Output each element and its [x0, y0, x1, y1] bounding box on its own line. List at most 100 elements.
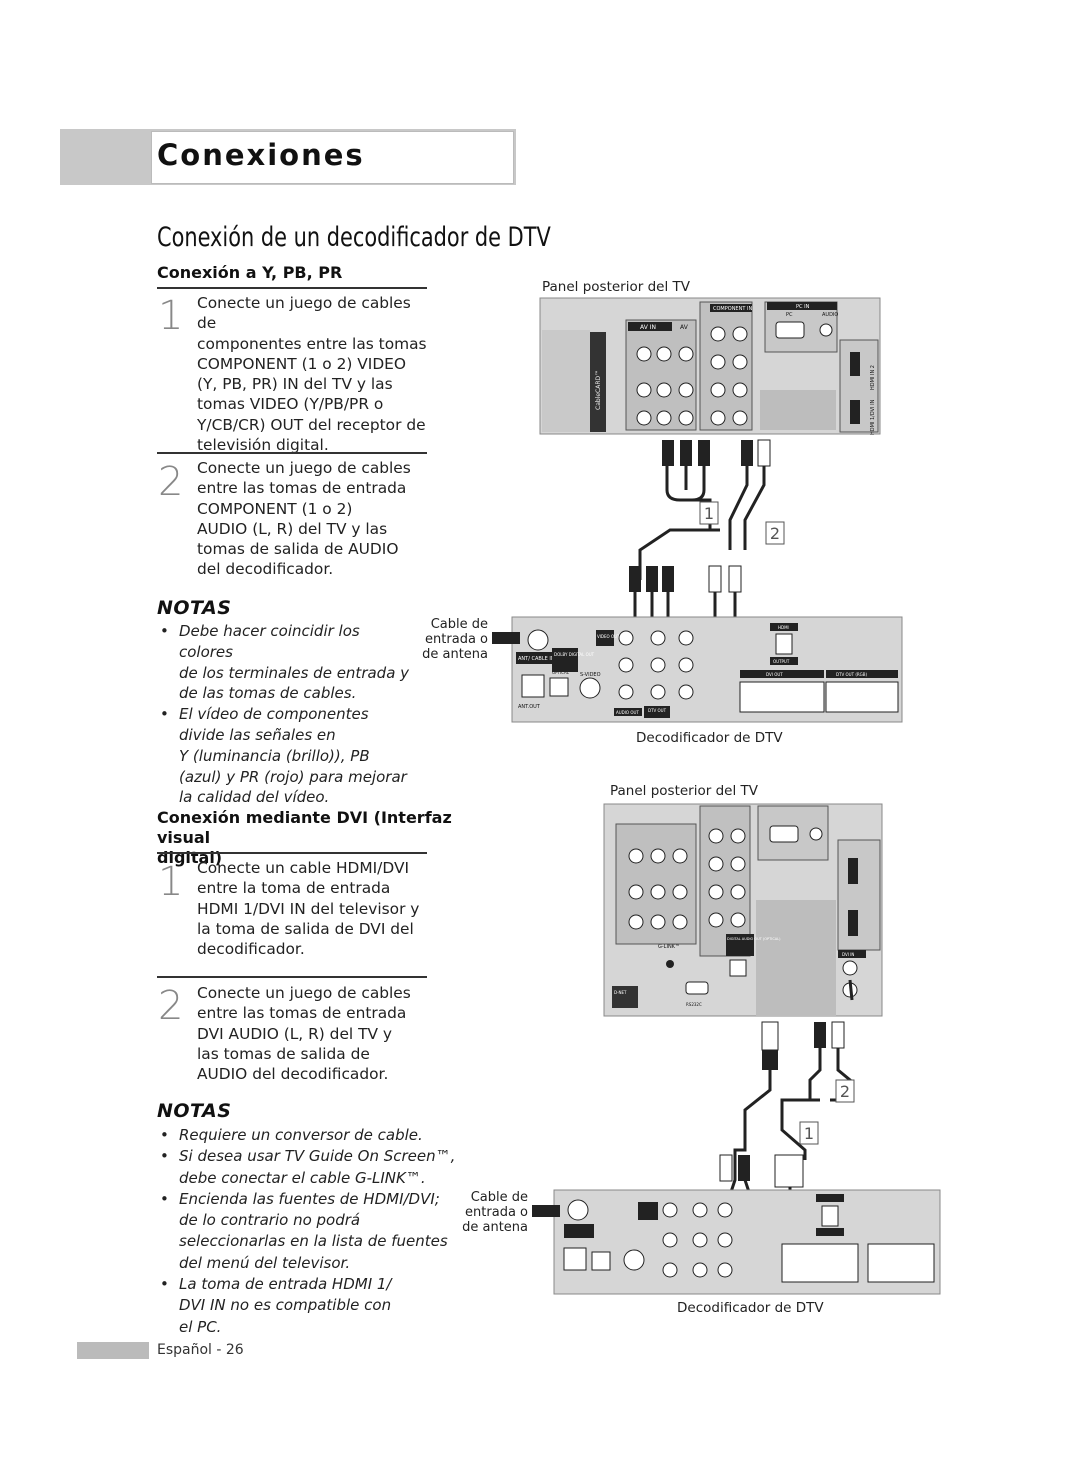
dtv-rgb-label: DTV OUT (RGB) — [836, 672, 868, 677]
text-line: (azul) y PR (rojo) para mejorar — [179, 767, 407, 786]
text-line: entrada o — [425, 632, 488, 647]
note-item: Encienda las fuentes de HDMI/DVI; de lo … — [157, 1189, 457, 1274]
step-mark: 2 — [770, 524, 780, 543]
text-line: DVI IN no es compatible con — [179, 1296, 392, 1315]
hdmi-port — [850, 400, 860, 424]
av-in-label: AV IN — [640, 324, 656, 331]
text-line: El vídeo de componentes — [179, 705, 369, 724]
ant-out-label: ANT.OUT — [518, 704, 541, 710]
tv-back-panel: CableCARD™ AV IN AV COMPONENT IN PC IN P… — [539, 297, 881, 435]
video-out-label: VIDEO OUT — [597, 634, 620, 639]
text-line: AUDIO (L, R) del TV y las — [197, 519, 388, 538]
page-number: Español - 26 — [157, 1342, 244, 1358]
text-line: de antena — [462, 1220, 528, 1235]
text-line: la calidad del vídeo. — [179, 788, 330, 807]
tv-jacks — [636, 326, 748, 426]
text-line: componentes entre las tomas — [197, 334, 427, 353]
dtv-decoder-panel: ANT/ CABLE IN ANT.OUT OPTICAL S-VIDEO DO… — [492, 616, 903, 723]
antenna-caption: Cable de entrada o de antena — [410, 617, 488, 662]
svideo-label: S-VIDEO — [580, 672, 601, 678]
cable-plugs — [629, 439, 771, 593]
header-box — [151, 131, 514, 184]
text-line: Debe hacer coincidir los colores — [179, 622, 360, 661]
note-item: La toma de entrada HDMI 1/ DVI IN no es … — [157, 1274, 457, 1338]
dvi-in-label: DVI IN — [842, 952, 854, 957]
decoder-caption: Decodificador de DTV — [636, 730, 783, 746]
text-line: divide las señales en — [179, 725, 336, 744]
component-subtitle: Conexión a Y, PB, PR — [157, 263, 343, 282]
hdmi1-label: HDMI 1/DVI IN — [870, 399, 876, 435]
note-item: Requiere un conversor de cable. — [157, 1125, 457, 1147]
antenna-caption: Cable de entrada o de antena — [450, 1190, 528, 1235]
text-line: el PC. — [179, 1317, 222, 1336]
dvi-out-label: DVI OUT — [766, 672, 783, 677]
dnet-label: D-NET — [614, 990, 627, 995]
vga-port — [775, 321, 805, 339]
digital-audio-label: DIGITAL AUDIO OUT (OPTICAL) — [727, 937, 781, 941]
text-line: entre la toma de entrada — [197, 879, 391, 898]
tv-panel-caption: Panel posterior del TV — [542, 279, 690, 295]
component-connection-diagram: CableCARD™ AV IN AV COMPONENT IN PC IN P… — [492, 297, 903, 723]
cable-plugs — [719, 1021, 845, 1188]
tv-panel-caption: Panel posterior del TV — [610, 783, 758, 799]
text-line: decodificador. — [197, 940, 305, 959]
step-mark: 1 — [704, 504, 714, 523]
cablecard-label: CableCARD™ — [595, 370, 602, 410]
dvi-connection-diagram: G-LINK™ DIGITAL AUDIO OUT (OPTICAL) D-NE… — [532, 803, 941, 1295]
step-number: 2 — [158, 983, 184, 1029]
antenna-plug — [492, 632, 520, 644]
step-text: Conecte un juego de cables entre las tom… — [197, 983, 432, 1084]
note-item: Si desea usar TV Guide On Screen™, debe … — [157, 1146, 457, 1189]
text-line: televisión digital. — [197, 436, 329, 455]
divider — [157, 852, 427, 854]
text-line: entre las tomas de entrada — [197, 1004, 407, 1023]
text-line: la toma de salida de DVI del — [197, 919, 414, 938]
text-line: Encienda las fuentes de HDMI/DVI; — [179, 1189, 440, 1208]
footer-bar — [77, 1342, 149, 1359]
text-line: del menú del televisor. — [179, 1253, 351, 1272]
step-number: 2 — [158, 459, 184, 505]
glink-label: G-LINK™ — [658, 944, 680, 950]
text-line: Conecte un cable HDMI/DVI — [197, 859, 410, 877]
output-label: OUTPUT — [773, 659, 790, 664]
text-line: COMPONENT (1 o 2) VIDEO — [197, 354, 407, 373]
audio-out-label: AUDIO OUT — [616, 710, 639, 715]
text-line: Y (luminancia (brillo)), PB — [179, 746, 370, 765]
pc-label: PC — [786, 312, 793, 318]
notes-title: NOTAS — [157, 1100, 232, 1122]
hdmi-port — [850, 352, 860, 376]
step-mark: 1 — [804, 1124, 814, 1143]
divider — [157, 976, 427, 978]
text-line: las tomas de salida de — [197, 1044, 370, 1063]
notes-list: Debe hacer coincidir los colores de los … — [157, 621, 417, 808]
rs232c-label: RS232C — [686, 1002, 702, 1007]
divider — [157, 287, 427, 289]
text-line: (Y, PB, PR) IN del TV y las — [197, 375, 393, 394]
note-item: El vídeo de componentes divide las señal… — [157, 704, 417, 808]
step-text: Conecte un juego de cables entre las tom… — [197, 458, 432, 580]
text-line: de antena — [422, 647, 488, 662]
text-line: DVI AUDIO (L, R) del TV y — [197, 1024, 393, 1043]
text-line: seleccionarlas en la lista de fuentes — [179, 1232, 448, 1251]
text-line: entre las tomas de entrada — [197, 479, 407, 498]
component-in-label: COMPONENT IN — [713, 306, 752, 312]
tv-back-panel: G-LINK™ DIGITAL AUDIO OUT (OPTICAL) D-NE… — [603, 803, 883, 1017]
decoder-caption: Decodificador de DTV — [677, 1300, 824, 1316]
text-line: HDMI 1/DVI IN del televisor y — [197, 899, 420, 918]
text-line: AUDIO del decodificador. — [197, 1065, 389, 1084]
decoder-jacks — [618, 630, 694, 700]
text-line: Cable de — [430, 617, 488, 632]
text-line: de lo contrario no podrá — [179, 1211, 361, 1230]
text-line: Si desea usar TV Guide On Screen™, — [179, 1147, 456, 1166]
page-header-title: Conexiones — [157, 138, 365, 172]
tv-jacks — [628, 828, 746, 930]
ant-cable-in-label: ANT/ CABLE IN — [518, 656, 555, 662]
text-line: Conecte un juego de cables de — [197, 294, 411, 333]
dtv-out-label: DTV OUT — [648, 708, 667, 713]
text-line: de los terminales de entrada y — [179, 663, 410, 682]
text-line: de las tomas de cables. — [179, 684, 357, 703]
text-line: Conexión mediante DVI (Interfaz visual — [157, 808, 452, 847]
text-line: La toma de entrada HDMI 1/ — [179, 1275, 392, 1294]
step-text: Conecte un juego de cables de componente… — [197, 293, 432, 455]
notes-title: NOTAS — [157, 597, 232, 619]
